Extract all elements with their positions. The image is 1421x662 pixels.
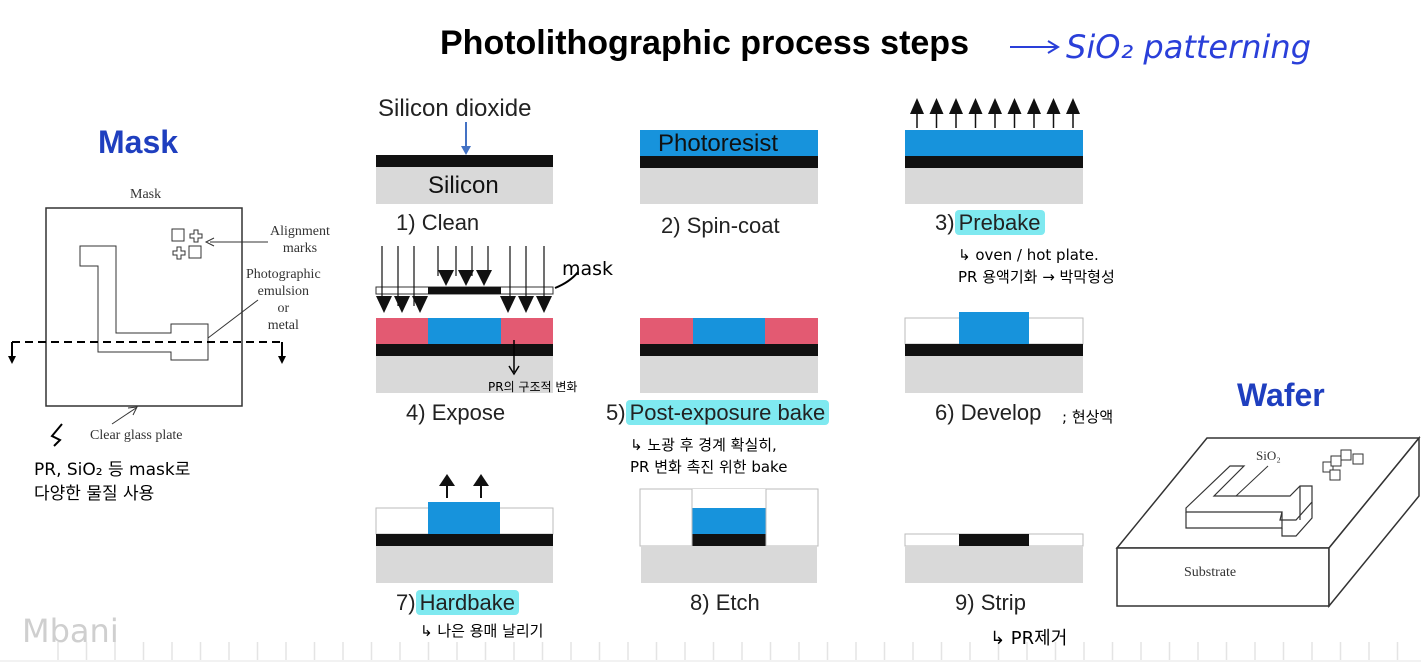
step5-diagram [640,318,818,393]
mask-material-note: PR, SiO₂ 등 mask로 다양한 물질 사용 [34,460,191,504]
title-annotation: SiO₂ patterning [1066,28,1312,66]
step1-label: 1) Clean [396,210,480,235]
step3-note: ↳ oven / hot plate. PR 용액기화 → 박막형성 [958,246,1115,286]
step4-label: 4) Expose [406,400,506,425]
mask-note: mask [562,258,614,280]
title-arrow-icon [1010,40,1060,54]
note-arrow-icon [50,423,63,447]
watermark: Mbani [22,612,119,650]
step9-diagram [904,533,1084,583]
pr-change-note: PR의 구조적 변화 [488,380,578,394]
step9-note: ↳ PR제거 [990,628,1068,649]
step6-label: 6) Develop [935,400,1042,425]
mask-figure-title: Mask [130,187,162,202]
substrate-label: Substrate [1184,565,1237,580]
silicon-dioxide-label: Silicon dioxide [378,95,532,122]
step5-note: ↳ 노광 후 경계 확실히, PR 변화 촉진 위한 bake [630,436,788,476]
step1-diagram [376,122,553,204]
step9-label: 9) Strip [955,590,1026,615]
alignment-marks-label: Alignment marks [270,224,330,256]
step8-diagram [639,488,819,583]
step6-diagram [904,312,1084,393]
heat-arrows-icon [439,474,489,498]
step8-label: 8) Etch [690,590,760,615]
wafer-heading: Wafer [1237,377,1325,413]
step7-note: ↳ 나은 용매 날리기 [420,622,544,640]
step5-label: 5)Post-exposure bake [606,400,830,426]
heat-arrows-icon [910,98,1080,128]
glass-plate-label: Clear glass plate [90,428,183,443]
sio2-label: SiO₂ [1256,448,1281,463]
step2-diagram [640,130,818,204]
exposure-arrows-icon [376,246,552,313]
step3-diagram [905,98,1083,204]
photoresist-label: Photoresist [658,130,779,157]
step4-diagram [375,246,579,393]
step3-label: 3)Prebake [935,210,1045,236]
wafer-figure [1115,435,1421,609]
emulsion-label: Photographic emulsion or metal [246,267,321,333]
silicon-label: Silicon [428,172,499,199]
mask-figure [8,207,286,425]
step2-label: 2) Spin-coat [661,213,780,238]
step7-diagram [375,474,554,583]
step7-label: 7)Hardbake [396,590,519,616]
step6-note: ; 현상액 [1062,408,1114,426]
ruler-ticks [0,642,1421,662]
page-title: Photolithographic process steps [440,24,969,62]
mask-heading: Mask [98,124,179,160]
